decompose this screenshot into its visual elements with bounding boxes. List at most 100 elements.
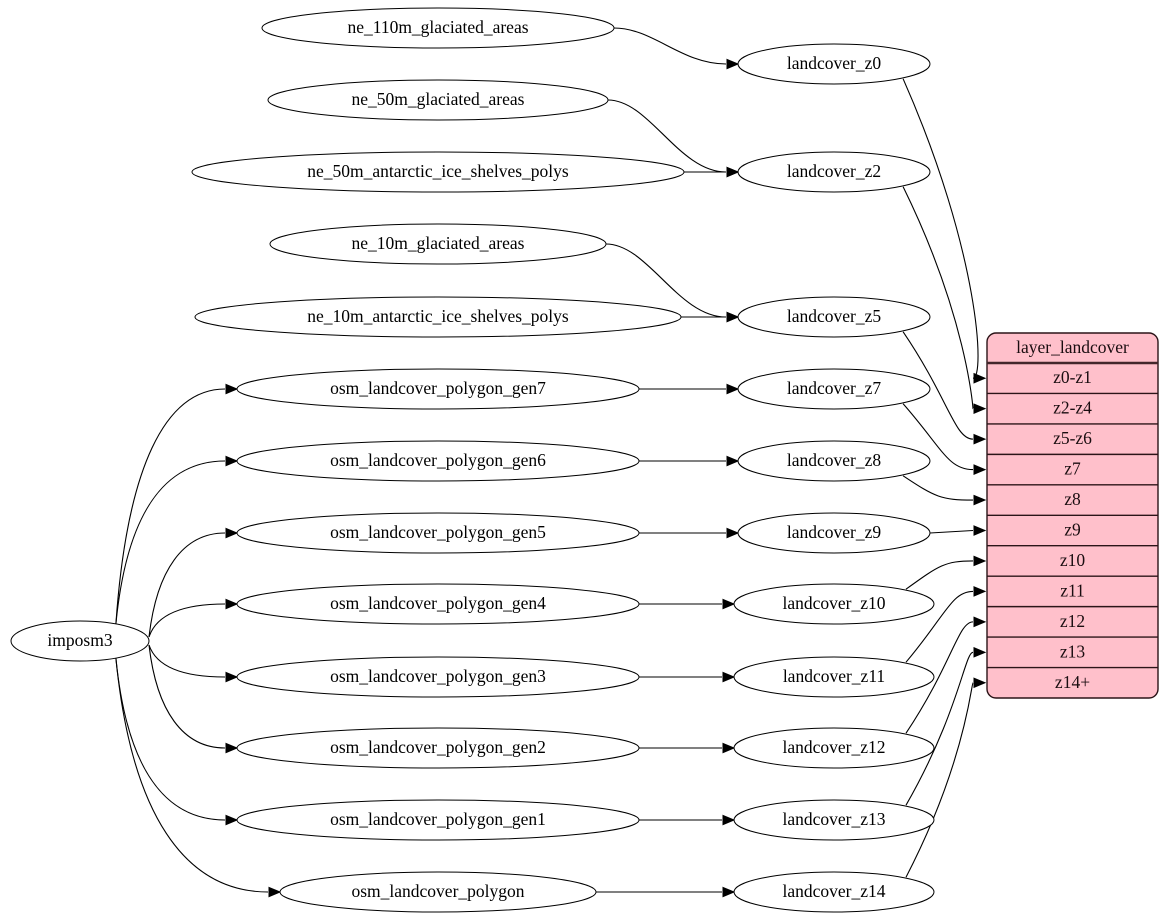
table-row-z0-z1[interactable]: z0-z1: [1053, 367, 1092, 387]
node-osm_landcover_polygon_gen1[interactable]: osm_landcover_polygon_gen1: [236, 799, 640, 841]
node-ne_110m_glaciated_areas[interactable]: ne_110m_glaciated_areas: [261, 7, 615, 49]
arrowhead-landcover_z0--row0: [973, 372, 987, 384]
node-label-landcover_z14: landcover_z14: [782, 881, 885, 901]
node-landcover_z9[interactable]: landcover_z9: [737, 512, 931, 554]
edge-imposm3--osm_landcover_polygon_gen3: [148, 644, 226, 678]
node-osm_landcover_polygon_gen5[interactable]: osm_landcover_polygon_gen5: [236, 512, 640, 554]
node-osm_landcover_polygon[interactable]: osm_landcover_polygon: [279, 871, 597, 913]
arrowhead-landcover_z8--row4: [973, 494, 987, 506]
node-landcover_z12[interactable]: landcover_z12: [733, 727, 935, 769]
node-osm_landcover_polygon_gen2[interactable]: osm_landcover_polygon_gen2: [236, 727, 640, 769]
node-landcover_z5[interactable]: landcover_z5: [737, 296, 931, 338]
node-shape-landcover_z12: [733, 727, 935, 769]
node-shape-landcover_z2: [737, 151, 931, 193]
edge-landcover_z11--row7: [905, 590, 974, 663]
node-shape-ne_10m_antarctic_ice_shelves_polys: [194, 296, 682, 338]
arrowhead-osm_landcover_polygon_gen7--landcover_z7: [726, 383, 740, 395]
arrowhead-imposm3--osm_landcover_polygon_gen7: [225, 383, 239, 395]
table-row-z2-z4[interactable]: z2-z4: [1053, 398, 1092, 418]
arrowhead-landcover_z9--row5: [973, 525, 987, 536]
edge-landcover_z12--row8: [905, 621, 974, 734]
table-row-z9[interactable]: z9: [1064, 520, 1081, 540]
node-label-osm_landcover_polygon_gen5: osm_landcover_polygon_gen5: [330, 522, 546, 542]
node-shape-landcover_z14: [733, 871, 935, 913]
node-label-osm_landcover_polygon_gen3: osm_landcover_polygon_gen3: [330, 666, 546, 686]
node-osm_landcover_polygon_gen6[interactable]: osm_landcover_polygon_gen6: [236, 440, 640, 482]
node-shape-osm_landcover_polygon_gen3: [236, 656, 640, 698]
node-osm_landcover_polygon_gen4[interactable]: osm_landcover_polygon_gen4: [236, 583, 640, 625]
edge-imposm3--osm_landcover_polygon_gen1: [115, 657, 226, 821]
arrowhead-osm_landcover_polygon_gen6--landcover_z8: [726, 455, 740, 467]
table-row-z10[interactable]: z10: [1060, 550, 1086, 570]
node-shape-landcover_z11: [733, 656, 935, 698]
node-ne_10m_glaciated_areas[interactable]: ne_10m_glaciated_areas: [269, 223, 607, 265]
node-landcover_z13[interactable]: landcover_z13: [733, 799, 935, 841]
layer-landcover-table[interactable]: layer_landcover z0-z1 z2-z4 z5-z6 z7 z8 z9 z10 z…: [986, 332, 1159, 699]
node-osm_landcover_polygon_gen7[interactable]: osm_landcover_polygon_gen7: [236, 368, 640, 410]
node-shape-osm_landcover_polygon: [279, 871, 597, 913]
edge-landcover_z14--row10: [905, 682, 974, 878]
edge-imposm3--osm_landcover_polygon_gen6: [115, 460, 226, 625]
layer-landcover-table-header: layer_landcover: [1016, 337, 1129, 357]
node-label-landcover_z5: landcover_z5: [787, 306, 882, 326]
node-shape-ne_50m_antarctic_ice_shelves_polys: [191, 151, 685, 193]
node-landcover_z11[interactable]: landcover_z11: [733, 656, 935, 698]
arrowhead-landcover_z13--row9: [973, 646, 987, 658]
table-row-z12[interactable]: z12: [1060, 611, 1085, 631]
node-shape-osm_landcover_polygon_gen7: [236, 368, 640, 410]
node-shape-landcover_z8: [737, 440, 931, 482]
node-label-ne_110m_glaciated_areas: ne_110m_glaciated_areas: [347, 17, 528, 37]
arrowhead-osm_landcover_polygon_gen3--landcover_z11: [722, 671, 736, 683]
node-landcover_z0[interactable]: landcover_z0: [737, 43, 931, 85]
table-row-z14+[interactable]: z14+: [1055, 672, 1090, 692]
table-row-z7[interactable]: z7: [1064, 459, 1081, 479]
arrowhead-osm_landcover_polygon--landcover_z14: [722, 886, 736, 898]
edge-landcover_z8--row4: [902, 475, 974, 501]
edges-layer: [115, 27, 987, 898]
edge-ne_50m_glaciated_areas--landcover_z2: [607, 99, 727, 173]
node-ne_50m_antarctic_ice_shelves_polys[interactable]: ne_50m_antarctic_ice_shelves_polys: [191, 151, 685, 193]
arrowhead-landcover_z11--row7: [973, 586, 987, 597]
node-shape-osm_landcover_polygon_gen4: [236, 583, 640, 625]
arrowhead-imposm3--osm_landcover_polygon_gen3: [225, 671, 239, 683]
edge-landcover_z13--row9: [905, 651, 974, 806]
arrowhead-imposm3--osm_landcover_polygon_gen4: [225, 598, 239, 610]
edge-landcover_z10--row6: [905, 560, 974, 590]
edge-ne_10m_glaciated_areas--landcover_z5: [605, 243, 727, 318]
node-label-landcover_z2: landcover_z2: [787, 161, 881, 181]
node-ne_10m_antarctic_ice_shelves_polys[interactable]: ne_10m_antarctic_ice_shelves_polys: [194, 296, 682, 338]
arrowhead-imposm3--osm_landcover_polygon_gen2: [225, 742, 239, 754]
table-row-z11[interactable]: z11: [1060, 580, 1085, 600]
node-label-landcover_z10: landcover_z10: [782, 593, 885, 613]
nodes-layer: imposm3 ne_110m_glaciated_areas ne_50m_gla…: [10, 7, 935, 913]
node-label-landcover_z11: landcover_z11: [783, 666, 885, 686]
node-ne_50m_glaciated_areas[interactable]: ne_50m_glaciated_areas: [267, 79, 609, 121]
edge-landcover_z0--row0: [902, 78, 979, 379]
node-imposm3[interactable]: imposm3: [10, 620, 150, 662]
node-label-osm_landcover_polygon_gen6: osm_landcover_polygon_gen6: [330, 450, 546, 470]
arrowhead-osm_landcover_polygon_gen5--landcover_z9: [726, 527, 740, 539]
node-shape-ne_110m_glaciated_areas: [261, 7, 615, 49]
node-label-ne_50m_antarctic_ice_shelves_polys: ne_50m_antarctic_ice_shelves_polys: [307, 161, 569, 181]
table-row-z5-z6[interactable]: z5-z6: [1053, 428, 1092, 448]
node-shape-landcover_z9: [737, 512, 931, 554]
node-label-landcover_z12: landcover_z12: [782, 737, 885, 757]
arrowhead-imposm3--osm_landcover_polygon_gen5: [225, 527, 239, 539]
node-landcover_z8[interactable]: landcover_z8: [737, 440, 931, 482]
node-label-osm_landcover_polygon_gen7: osm_landcover_polygon_gen7: [330, 378, 546, 398]
node-osm_landcover_polygon_gen3[interactable]: osm_landcover_polygon_gen3: [236, 656, 640, 698]
node-landcover_z14[interactable]: landcover_z14: [733, 871, 935, 913]
node-label-landcover_z0: landcover_z0: [787, 53, 882, 73]
node-shape-landcover_z7: [737, 368, 931, 410]
node-landcover_z7[interactable]: landcover_z7: [737, 368, 931, 410]
table-row-z8[interactable]: z8: [1064, 489, 1081, 509]
node-label-landcover_z8: landcover_z8: [787, 450, 882, 470]
table-row-z13[interactable]: z13: [1060, 641, 1086, 661]
edge-ne_110m_glaciated_areas--landcover_z0: [613, 27, 727, 65]
node-landcover_z10[interactable]: landcover_z10: [733, 583, 935, 625]
node-label-landcover_z9: landcover_z9: [787, 522, 882, 542]
node-shape-landcover_z5: [737, 296, 931, 338]
node-landcover_z2[interactable]: landcover_z2: [737, 151, 931, 193]
